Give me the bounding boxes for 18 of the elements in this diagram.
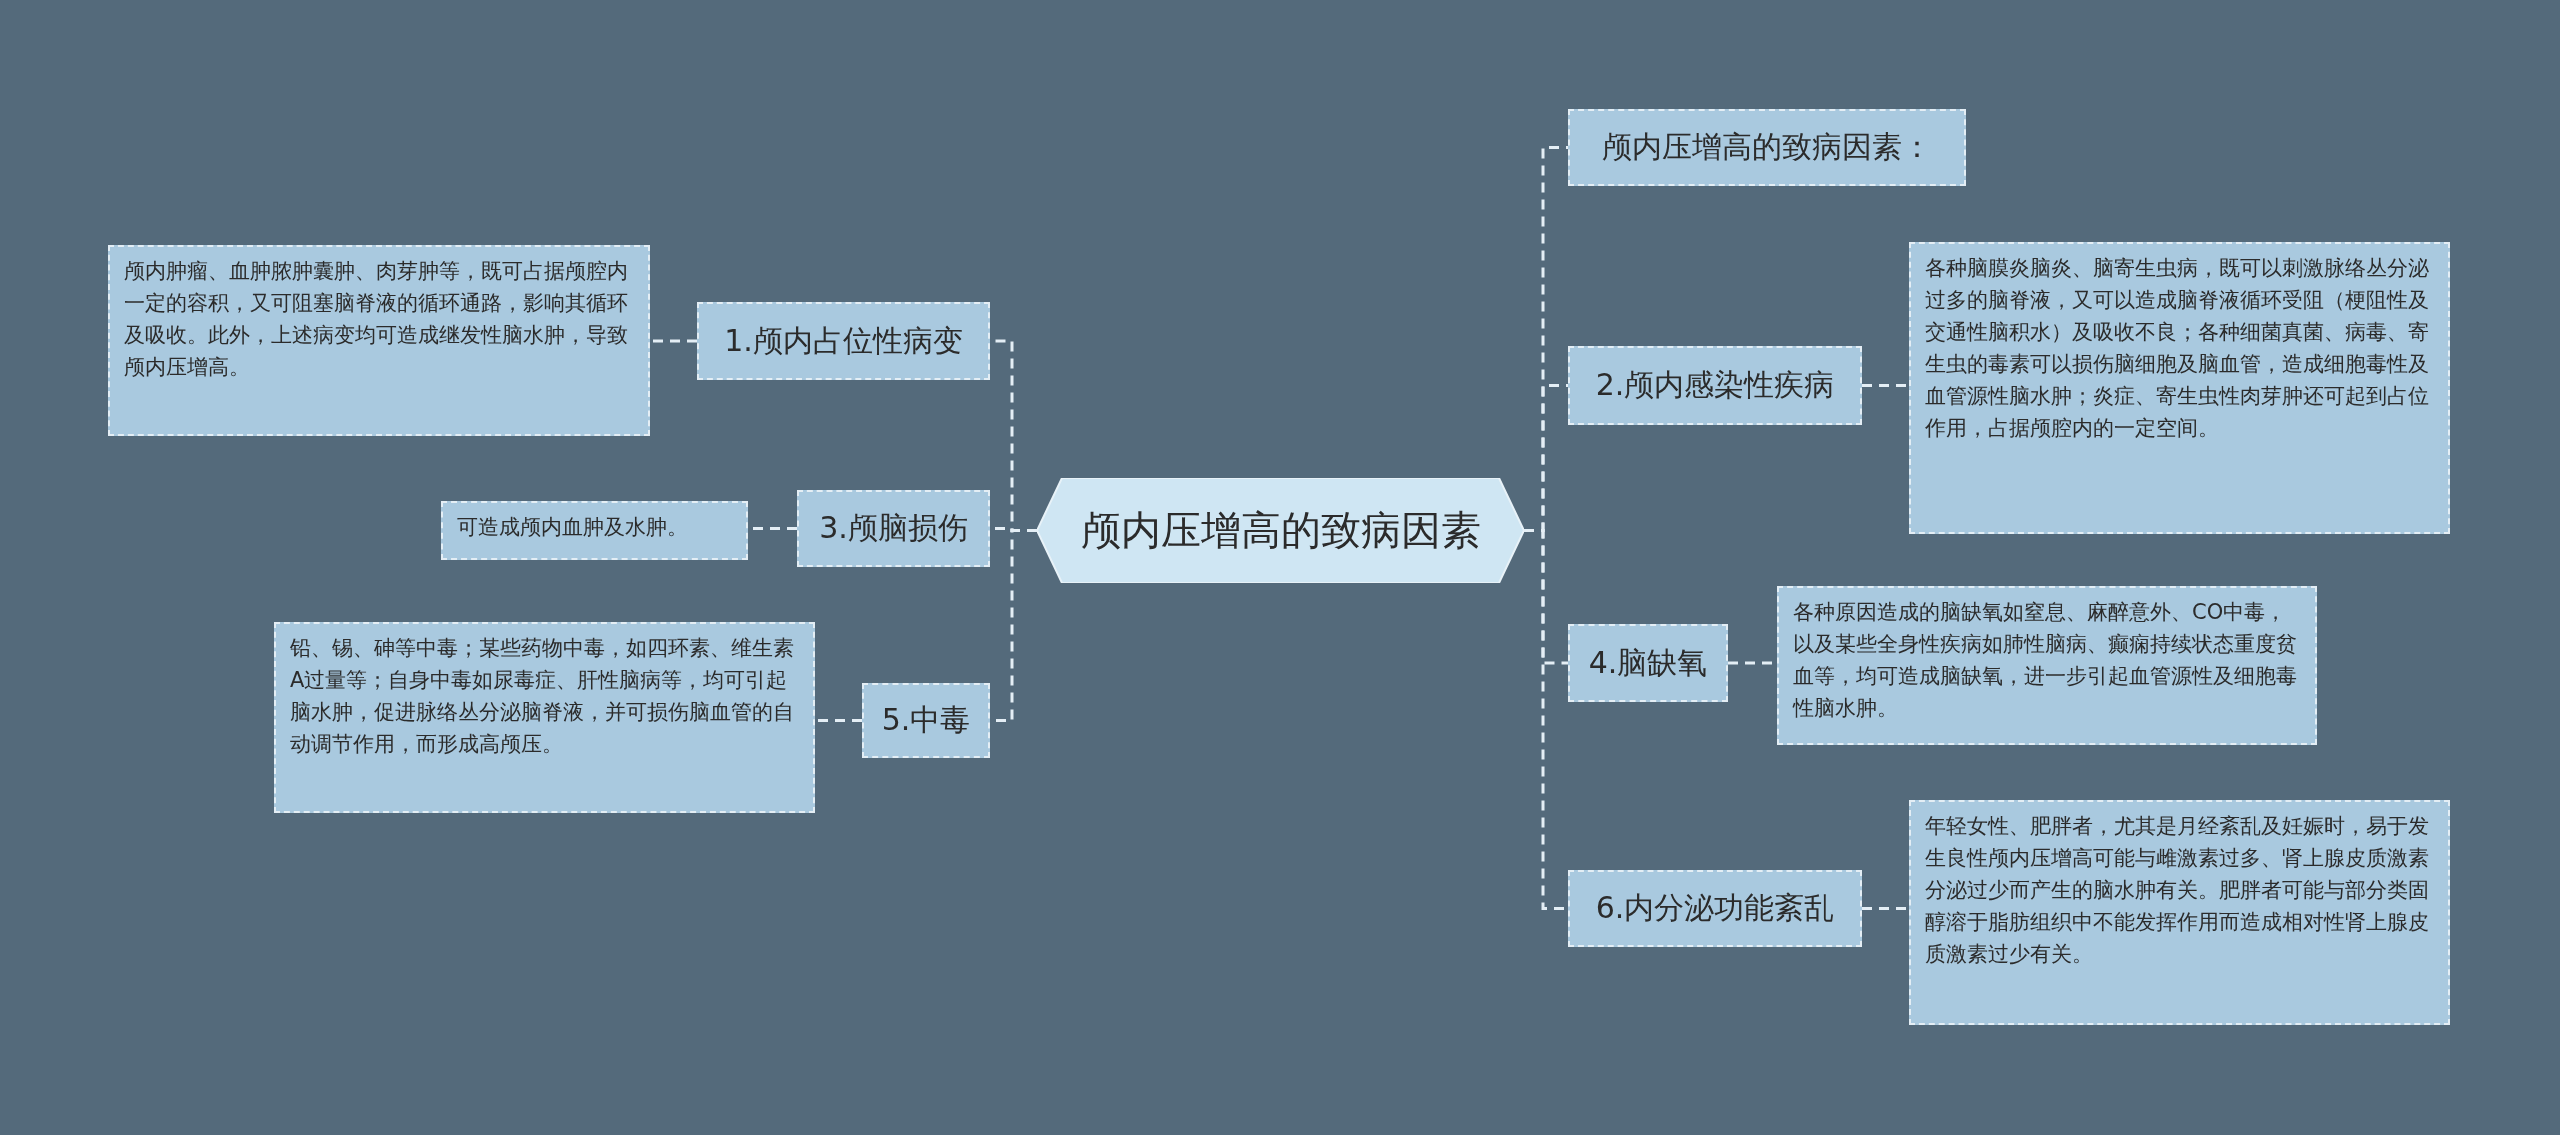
topic-box: 2.颅内感染性疾病: [1568, 346, 1862, 425]
connector-line: [650, 339, 697, 343]
connector-line: [1862, 384, 1909, 387]
description-box: 年轻女性、肥胖者，尤其是月经紊乱及妊娠时，易于发生良性颅内压增高可能与雌激素过多、肾上腺皮质激素分泌过少而产生的脑水肿有关。肥胖者可能与部分类固醇溶于脂肪组织中不能发挥作用而造成相对性肾上腺皮质激素过少有关。: [1909, 800, 2450, 1025]
description-box: 可造成颅内血肿及水肿。: [441, 501, 748, 560]
description-box: 铅、锡、砷等中毒；某些药物中毒，如四环素、维生素A过量等；自身中毒如尿毒症、肝性脑病等，均可引起脑水肿，促进脉络丛分泌脑脊液，并可损伤脑血管的自动调节作用，而形成高颅压。: [274, 622, 815, 813]
topic-box: 6.内分泌功能紊乱: [1568, 870, 1862, 947]
topic-box: 4.脑缺氧: [1568, 624, 1728, 702]
connector-line: [1862, 907, 1909, 910]
description-box: 各种原因造成的脑缺氧如窒息、麻醉意外、CO中毒，以及某些全身性疾病如肺性脑病、癫痫持续状态重度贫血等，均可造成脑缺氧，进一步引起血管源性及细胞毒性脑水肿。: [1777, 586, 2317, 745]
topic-box: 颅内压增高的致病因素：: [1568, 109, 1966, 186]
description-box: 颅内肿瘤、血肿脓肿囊肿、肉芽肿等，既可占据颅腔内一定的容积，又可阻塞脑脊液的循环通路，影响其循环及吸收。此外，上述病变均可造成继发性脑水肿，导致颅内压增高。: [108, 245, 650, 436]
central-topic-hexagon: 颅内压增高的致病因素: [1037, 478, 1524, 583]
connector-line: [815, 719, 862, 722]
topic-box: 1.颅内占位性病变: [697, 302, 990, 380]
description-box: 各种脑膜炎脑炎、脑寄生虫病，既可以刺激脉络丛分泌过多的脑脊液，又可以造成脑脊液循环受阻（梗阻性及交通性脑积水）及吸收不良；各种细菌真菌、病毒、寄生虫的毒素可以损伤脑细胞及脑血管，造成细胞毒性及血管源性脑水肿；炎症、寄生虫性肉芽肿还可起到占位作用，占据颅腔内的一定空间。: [1909, 242, 2450, 534]
topic-box: 5.中毒: [862, 683, 990, 758]
topic-box: 3.颅脑损伤: [797, 490, 990, 567]
